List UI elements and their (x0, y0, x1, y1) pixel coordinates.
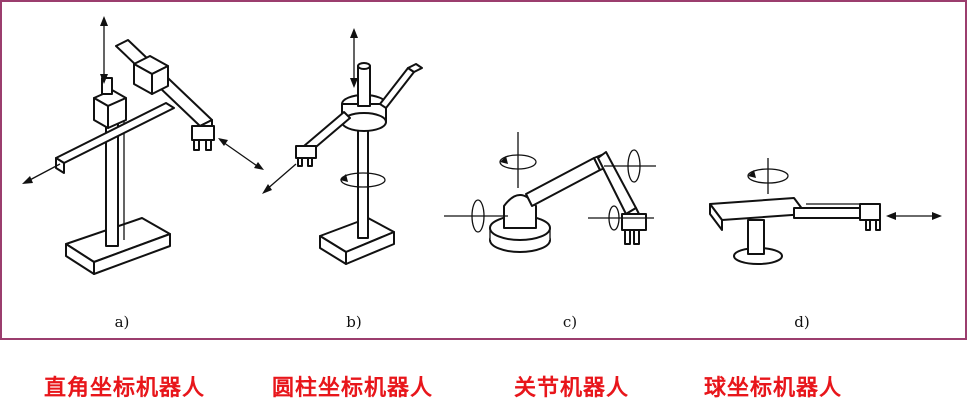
caption-articulated-robot: 关节机器人 (514, 376, 630, 401)
figure-cylindrical-robot (258, 8, 438, 308)
figure-cartesian-robot (16, 8, 266, 308)
figure-d-label: d) (794, 313, 810, 331)
figure-articulated-robot (438, 8, 694, 308)
figure-spherical-robot (702, 8, 952, 308)
caption-cylindrical-robot: 圆柱坐标机器人 (272, 376, 434, 401)
caption-spherical-robot: 球坐标机器人 (704, 376, 843, 401)
figure-b-label: b) (346, 313, 362, 331)
cylindrical-robot-drawing (262, 28, 423, 265)
figure-a-label: a) (114, 313, 130, 331)
cartesian-robot-drawing (22, 16, 264, 275)
spherical-robot-drawing (709, 158, 942, 265)
articulated-robot-drawing (444, 132, 656, 253)
diagram-frame: a) (0, 0, 967, 340)
figure-c-label: c) (562, 313, 578, 331)
caption-cartesian-robot: 直角坐标机器人 (44, 376, 206, 401)
